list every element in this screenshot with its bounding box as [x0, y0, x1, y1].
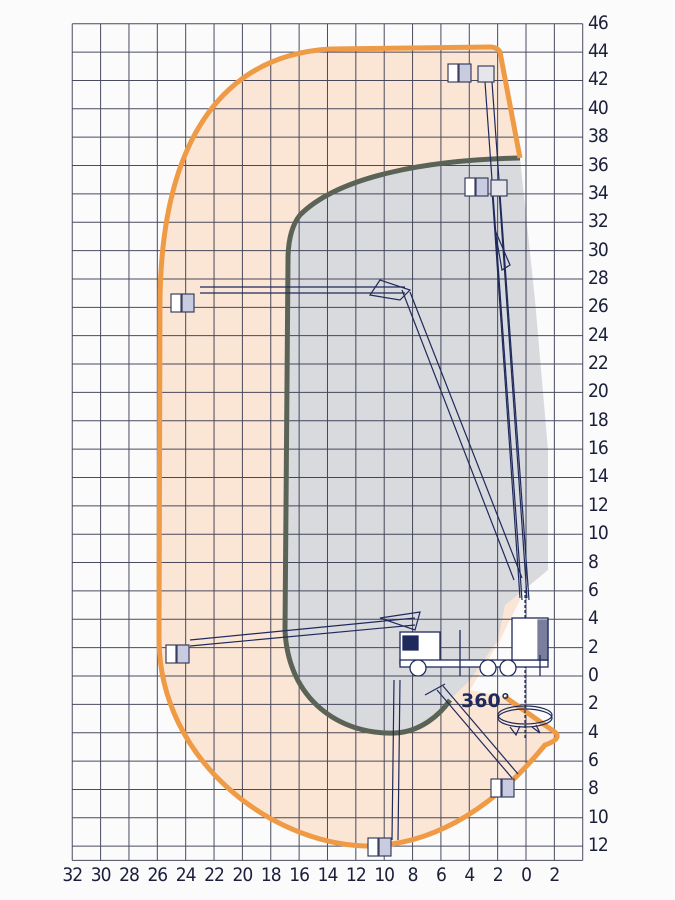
y-axis-tick-label: 22	[588, 352, 609, 375]
y-axis-tick-label: 28	[588, 266, 609, 289]
y-axis-tick-label: 10	[588, 805, 609, 828]
y-axis-tick-label: 40	[588, 96, 609, 119]
x-axis-tick-label: 6	[435, 864, 447, 886]
y-axis-tick-label: 6	[588, 749, 599, 772]
rotation-icon	[497, 705, 553, 737]
inner-region-outline	[282, 155, 521, 736]
platform-icon	[447, 63, 495, 83]
y-axis-tick-label: 46	[588, 11, 609, 34]
y-axis-tick-label: 4	[588, 607, 599, 630]
inner-region-fill	[285, 158, 548, 734]
y-axis-tick-label: 8	[588, 550, 599, 573]
y-axis-tick-label: 34	[588, 181, 609, 204]
rotation-label: 360°	[461, 690, 511, 712]
x-axis-tick-label: 20	[232, 864, 254, 886]
y-axis-tick-label: 24	[588, 323, 609, 346]
x-axis-tick-label: 32	[62, 864, 83, 886]
x-axis-tick-label: 12	[345, 864, 367, 886]
y-axis-tick-label: 42	[588, 68, 609, 91]
y-axis-tick-label: 6	[588, 578, 599, 601]
platform-icon	[490, 778, 515, 798]
x-axis-tick-label: 26	[147, 864, 168, 886]
x-axis-tick-label: 18	[260, 864, 282, 886]
y-axis-tick-label: 36	[588, 153, 609, 176]
x-axis-tick-label: 2	[492, 864, 504, 886]
y-axis-tick-label: 0	[588, 664, 599, 686]
y-axis-tick-label: 32	[588, 210, 609, 233]
y-axis-tick-label: 2	[588, 692, 599, 715]
x-axis-tick-label: 4	[464, 864, 475, 886]
x-axis-tick-label: 2	[549, 864, 560, 886]
x-axis-tick-label: 16	[289, 864, 310, 886]
y-axis-tick-label: 12	[588, 834, 609, 857]
y-axis-tick-label: 26	[588, 295, 609, 318]
x-axis-tick-label: 0	[521, 864, 532, 886]
y-axis-tick-label: 44	[588, 40, 609, 63]
x-axis-tick-label: 30	[90, 864, 112, 886]
boom-diagonal-down	[424, 683, 519, 779]
x-axis-tick-label: 8	[407, 864, 419, 886]
y-axis-tick-label: 8	[588, 777, 599, 800]
platforms	[165, 63, 515, 857]
y-axis-tick-label: 10	[588, 522, 609, 545]
y-axis-tick-label: 18	[588, 408, 609, 431]
x-axis-tick-label: 14	[317, 864, 339, 886]
truck-icon	[399, 617, 549, 677]
y-axis-tick-label: 12	[588, 493, 609, 516]
y-axis-tick-label: 2	[588, 635, 599, 658]
boom-max-outreach-high	[200, 279, 523, 581]
boom-max-outreach-low	[189, 611, 421, 647]
y-axis-tick-label: 30	[588, 238, 609, 261]
x-axis-tick-label: 22	[204, 864, 225, 886]
boom-below-ground	[391, 679, 401, 841]
y-axis-tick-label: 14	[588, 465, 609, 488]
platform-icon	[165, 644, 190, 664]
outer-envelope-outline	[156, 44, 560, 849]
x-axis-tick-label: 28	[119, 864, 140, 886]
x-axis-tick-label: 10	[374, 864, 395, 886]
platform-icon	[367, 837, 392, 857]
platform-icon	[464, 177, 508, 197]
boom-max-height	[483, 67, 530, 601]
grid	[71, 23, 584, 861]
boom-36m	[491, 189, 528, 599]
x-axis-tick-label: 24	[175, 864, 197, 886]
boom-positions	[189, 67, 530, 841]
platform-icon	[170, 293, 195, 313]
y-axis-tick-label: 4	[588, 720, 599, 743]
y-axis-tick-label: 20	[588, 380, 609, 403]
y-axis-tick-label: 16	[588, 437, 609, 460]
y-axis-tick-label: 38	[588, 125, 609, 148]
